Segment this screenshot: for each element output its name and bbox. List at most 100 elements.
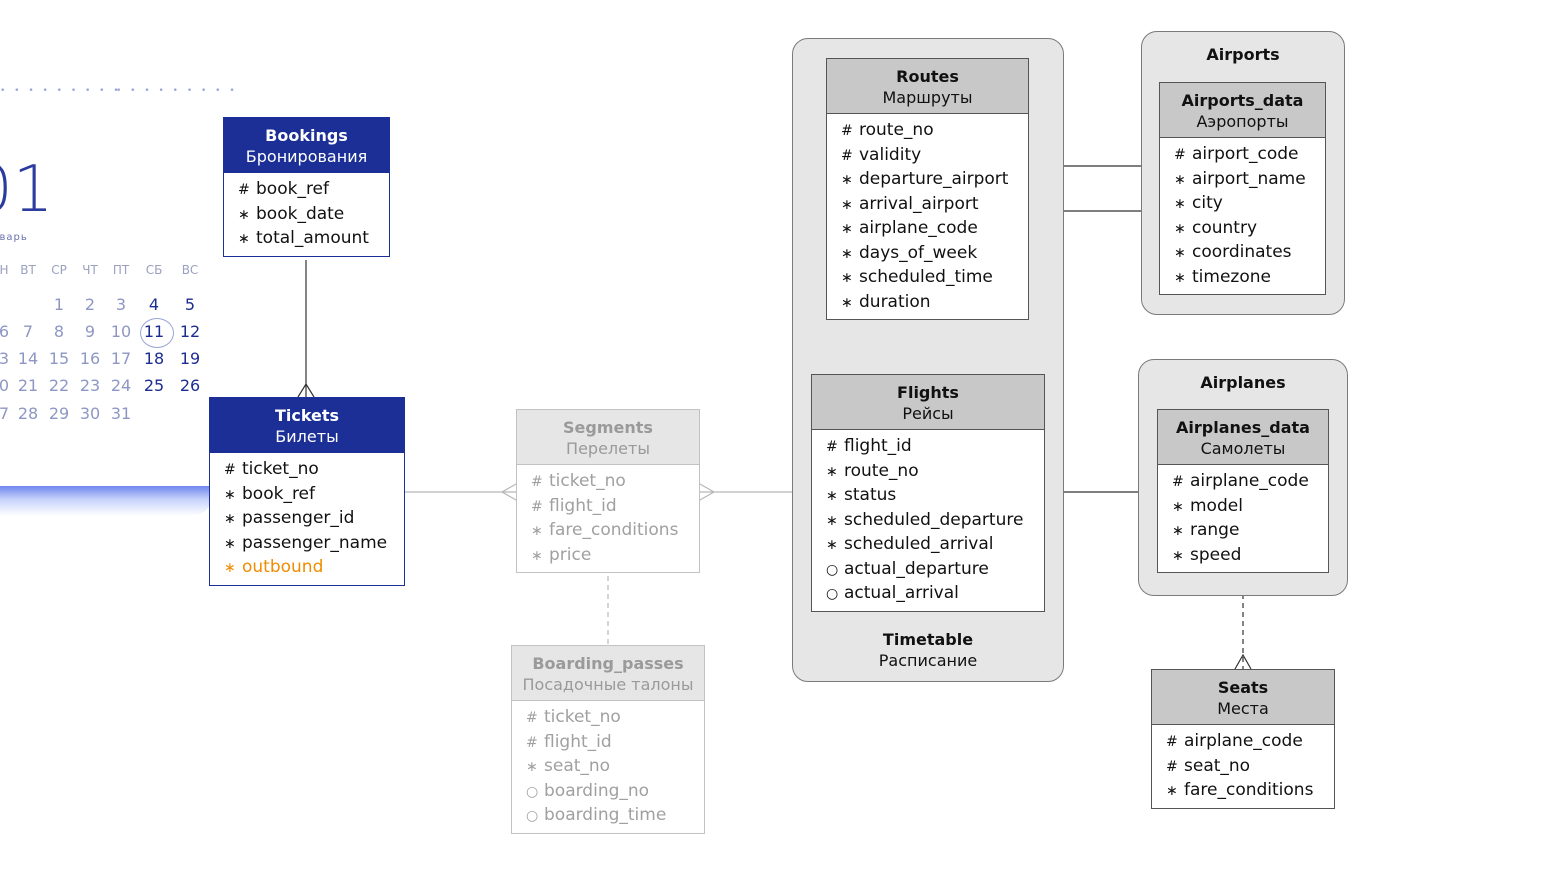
calendar-day[interactable]: 17 (110, 349, 132, 368)
group-timetable-subtitle: Расписание (878, 651, 978, 670)
entity-field[interactable]: ∗passenger_id (224, 507, 404, 532)
entity-field[interactable]: #airplane_code (1172, 470, 1328, 495)
calendar-day[interactable]: 12 (179, 322, 201, 341)
entity-field[interactable]: ∗speed (1172, 544, 1328, 569)
calendar-day[interactable]: 15 (48, 349, 70, 368)
field-name: country (1192, 217, 1258, 238)
calendar-day[interactable]: 3 (0, 349, 10, 368)
entity-field[interactable]: #ticket_no (224, 458, 404, 483)
field-marker: ∗ (531, 523, 543, 539)
entity-field[interactable]: #flight_id (531, 495, 699, 520)
calendar-day[interactable]: 9 (84, 322, 96, 341)
entity-field[interactable]: ○boarding_time (526, 804, 704, 829)
entity-field[interactable]: #seat_no (1166, 755, 1334, 780)
entity-field[interactable]: ∗scheduled_departure (826, 509, 1044, 534)
entity-field[interactable]: ∗outbound (224, 556, 404, 581)
calendar-day[interactable]: 7 (0, 404, 10, 423)
calendar-day[interactable]: 29 (48, 404, 70, 423)
calendar-day[interactable]: 23 (79, 376, 101, 395)
entity-field[interactable]: ∗coordinates (1174, 241, 1325, 266)
entity-field[interactable]: ∗fare_conditions (1166, 779, 1334, 804)
calendar-day[interactable]: 11 (143, 322, 165, 341)
calendar-weekday: ПТ (112, 263, 130, 277)
entity-field[interactable]: ∗passenger_name (224, 532, 404, 557)
entity-field[interactable]: ○actual_arrival (826, 582, 1044, 607)
field-marker: ∗ (1172, 523, 1184, 539)
entity-field[interactable]: ∗departure_airport (841, 168, 1028, 193)
entity-field[interactable]: ○boarding_no (526, 780, 704, 805)
group-timetable-title: Timetable (882, 630, 974, 649)
calendar-day[interactable]: 4 (148, 295, 160, 314)
entity-field[interactable]: #validity (841, 144, 1028, 169)
entity-field[interactable]: ∗days_of_week (841, 242, 1028, 267)
calendar-day[interactable]: 25 (143, 376, 165, 395)
calendar-day[interactable]: 10 (110, 322, 132, 341)
field-marker: # (238, 182, 250, 198)
entity-field[interactable]: ∗model (1172, 495, 1328, 520)
calendar-day[interactable]: 6 (0, 322, 10, 341)
calendar-day[interactable]: 5 (184, 295, 196, 314)
calendar-day[interactable]: 8 (53, 322, 65, 341)
entity-field[interactable]: #flight_id (526, 731, 704, 756)
field-name: route_no (844, 460, 919, 481)
entity-field[interactable]: ∗scheduled_arrival (826, 533, 1044, 558)
entity-field[interactable]: ∗airport_name (1174, 168, 1325, 193)
entity-field[interactable]: ∗book_ref (224, 483, 404, 508)
entity-field[interactable]: ∗arrival_airport (841, 193, 1028, 218)
entity-field[interactable]: ∗timezone (1174, 266, 1325, 291)
entity-field[interactable]: ∗total_amount (238, 227, 389, 252)
entity-field[interactable]: #route_no (841, 119, 1028, 144)
entity-field[interactable]: ∗range (1172, 519, 1328, 544)
calendar-day[interactable]: 31 (110, 404, 132, 423)
entity-field[interactable]: ∗fare_conditions (531, 519, 699, 544)
entity-field-list: #ticket_no∗book_ref∗passenger_id∗passeng… (210, 453, 404, 585)
entity-field[interactable]: ○actual_departure (826, 558, 1044, 583)
calendar-day[interactable]: 30 (79, 404, 101, 423)
crow-foot-segments-left (500, 483, 517, 501)
field-name: departure_airport (859, 169, 1009, 189)
calendar-day[interactable]: 21 (17, 376, 39, 395)
entity-field[interactable]: ∗city (1174, 192, 1325, 217)
calendar-day[interactable]: 0 (0, 376, 10, 395)
calendar-day[interactable]: 28 (17, 404, 39, 423)
calendar-day[interactable]: 2 (84, 295, 96, 314)
calendar-day[interactable]: 24 (110, 376, 132, 395)
calendar-day[interactable]: 19 (179, 349, 201, 368)
calendar-day[interactable]: 18 (143, 349, 165, 368)
entity-field[interactable]: #ticket_no (526, 706, 704, 731)
calendar-day[interactable]: 26 (179, 376, 201, 395)
calendar-day[interactable]: 1 (53, 295, 65, 314)
field-marker: # (1172, 474, 1184, 490)
entity-field[interactable]: #flight_id (826, 435, 1044, 460)
entity-field[interactable]: ∗book_date (238, 203, 389, 228)
calendar-day[interactable]: 22 (48, 376, 70, 395)
entity-field[interactable]: ∗status (826, 484, 1044, 509)
calendar-day[interactable]: 16 (79, 349, 101, 368)
entity-field[interactable]: ∗route_no (826, 460, 1044, 485)
calendar-day[interactable]: 7 (22, 322, 34, 341)
entity-field[interactable]: #ticket_no (531, 470, 699, 495)
entity-field[interactable]: ∗scheduled_time (841, 266, 1028, 291)
entity-field[interactable]: ∗airplane_code (841, 217, 1028, 242)
entity-field[interactable]: #airplane_code (1166, 730, 1334, 755)
entity-field[interactable]: #airport_code (1174, 143, 1325, 168)
entity-field[interactable]: #book_ref (238, 178, 389, 203)
calendar-day[interactable]: 3 (115, 295, 127, 314)
entity-field[interactable]: ∗seat_no (526, 755, 704, 780)
entity-field[interactable]: ∗country (1174, 217, 1325, 242)
calendar-day[interactable]: 14 (17, 349, 39, 368)
entity-field[interactable]: ∗duration (841, 291, 1028, 316)
field-marker: ○ (526, 808, 539, 824)
entity-field[interactable]: ∗price (531, 544, 699, 569)
field-marker: ○ (526, 783, 539, 800)
